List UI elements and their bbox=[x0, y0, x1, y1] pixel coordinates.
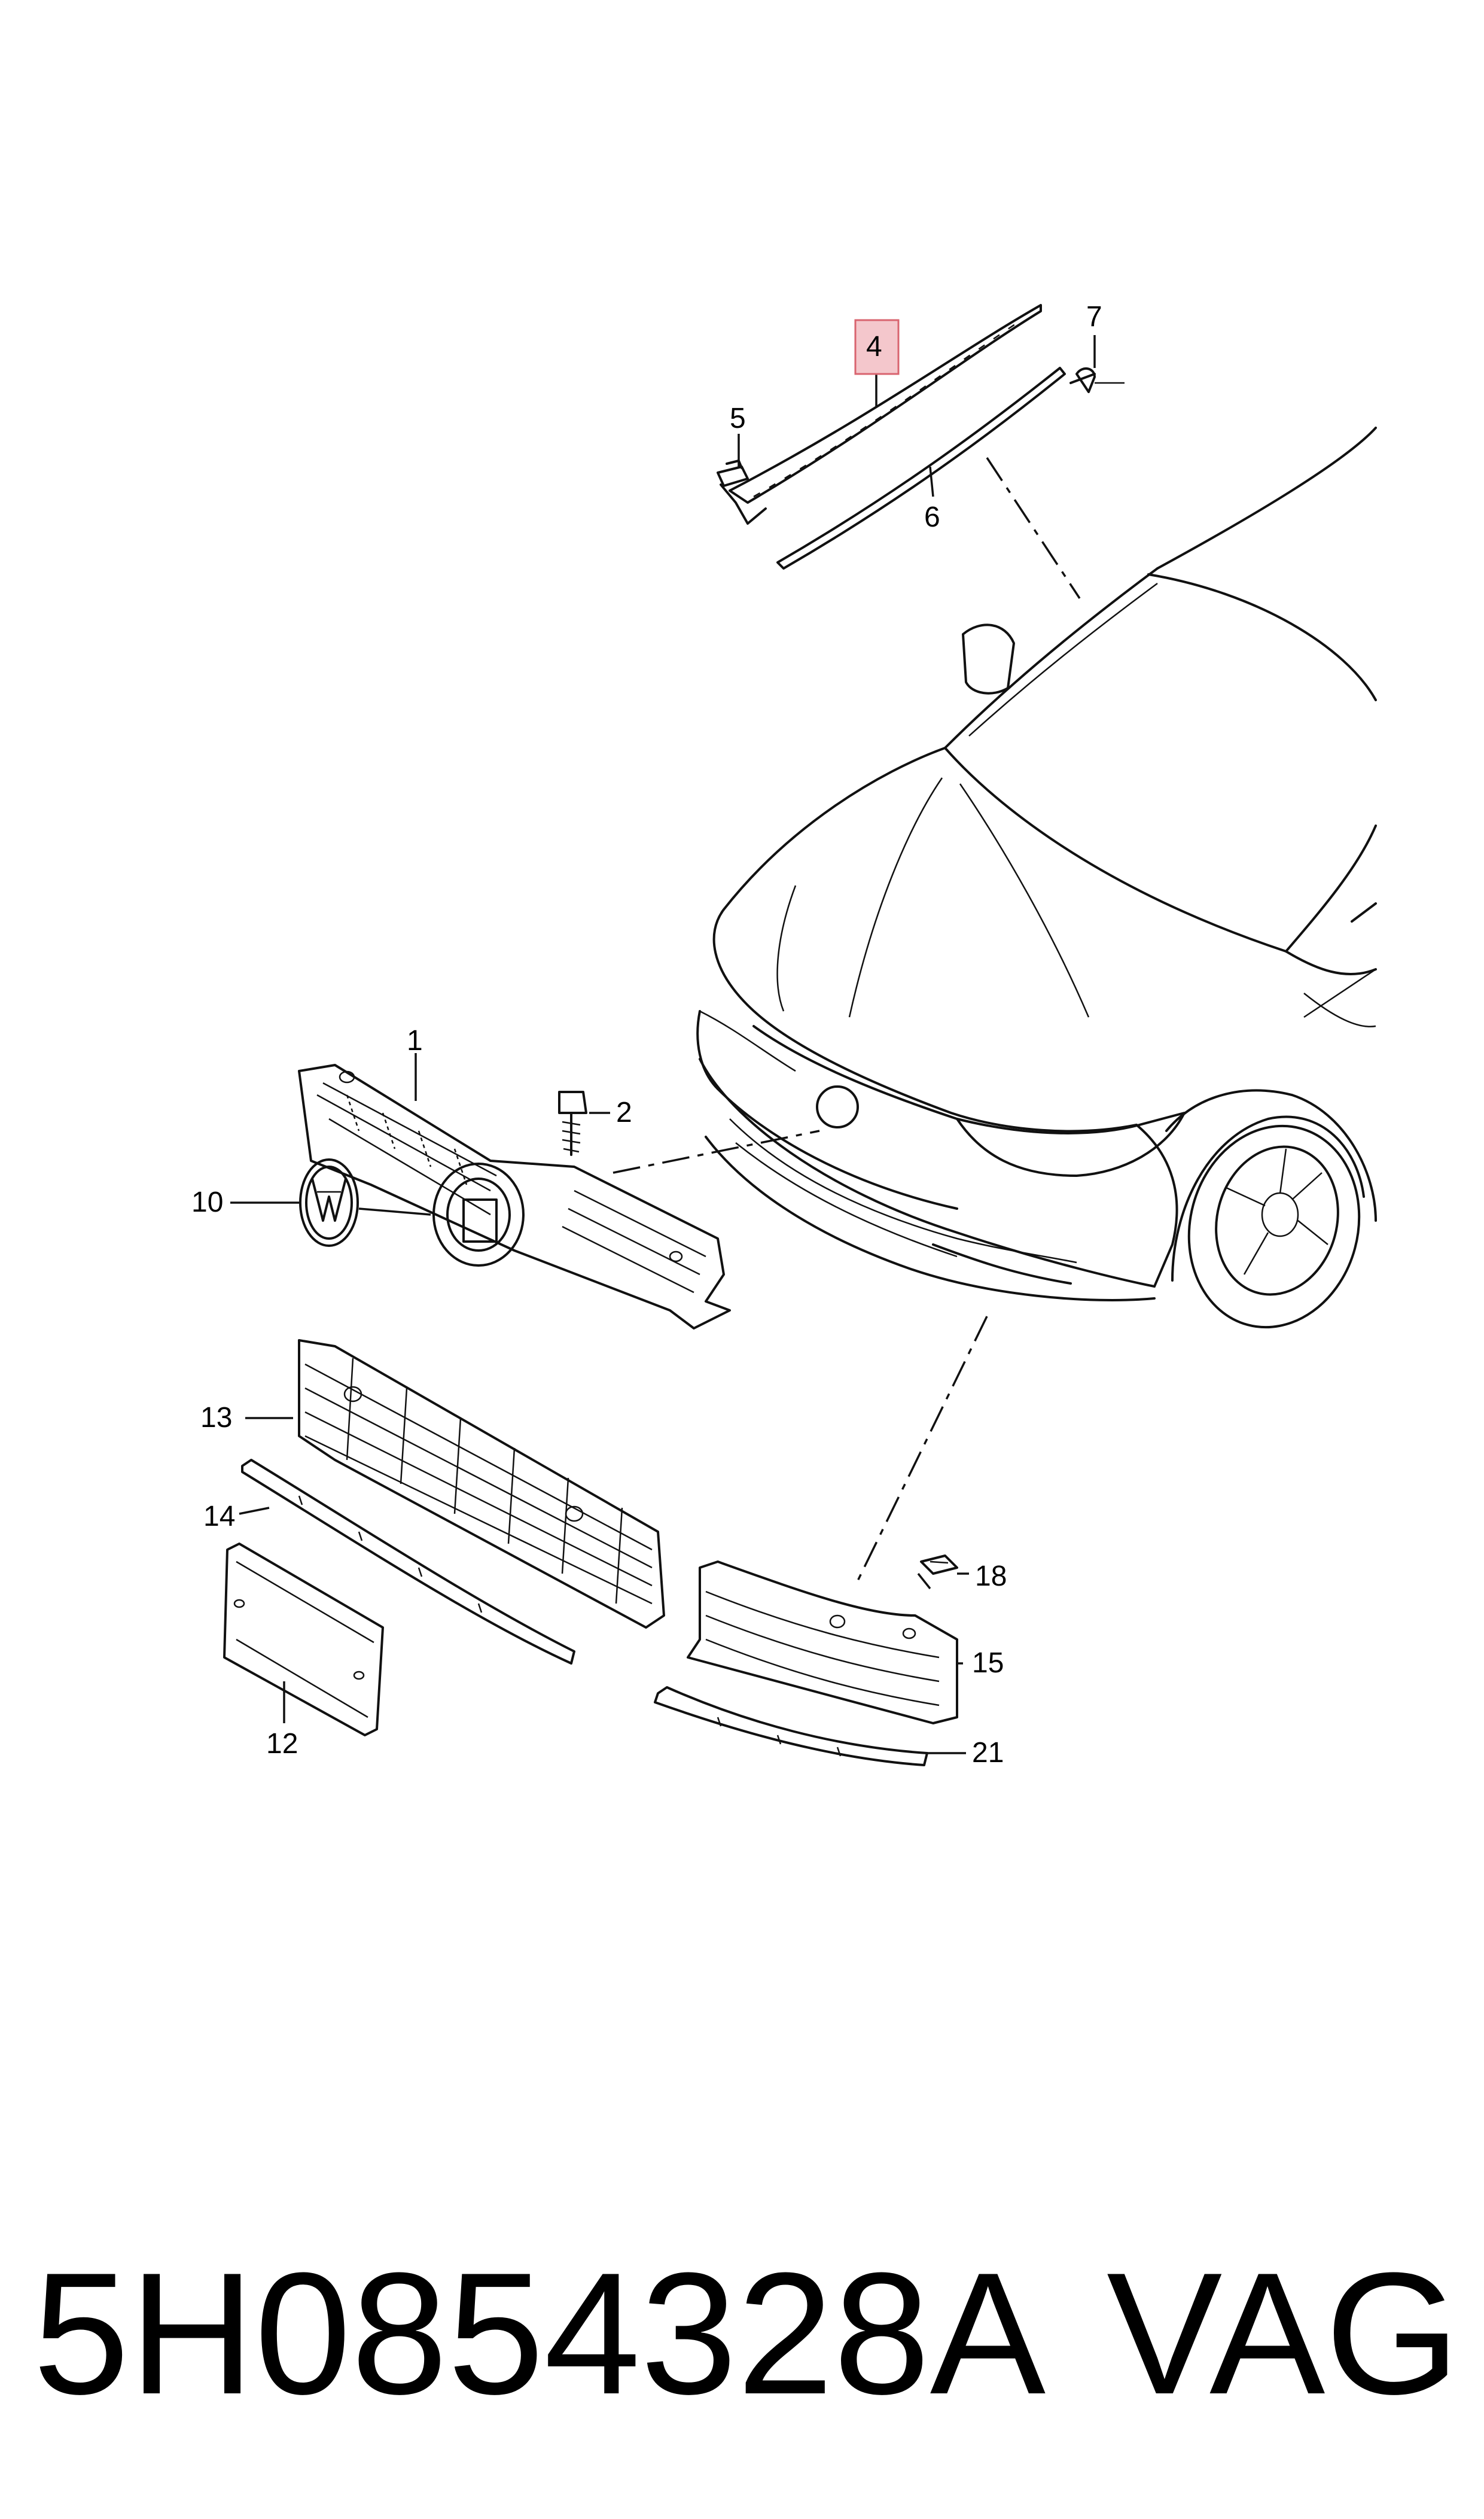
license-plate-bracket-part-12 bbox=[223, 1543, 384, 1736]
callout-7: 7 bbox=[1086, 301, 1102, 333]
callout-21: 21 bbox=[972, 1737, 1004, 1769]
car-body-drawing bbox=[696, 427, 1377, 1329]
lower-grille-part-13 bbox=[298, 1339, 665, 1629]
callout-5: 5 bbox=[730, 403, 746, 434]
callout-12: 12 bbox=[266, 1728, 298, 1760]
part-number: 5H0854328A bbox=[33, 2237, 1046, 2430]
callout-18: 18 bbox=[975, 1560, 1007, 1592]
footer: 5H0854328A VAG bbox=[0, 2226, 1484, 2441]
callout-10: 10 bbox=[191, 1187, 223, 1218]
callout-15: 15 bbox=[972, 1647, 1004, 1679]
screw-part-2 bbox=[558, 1091, 587, 1156]
roof-trim-strip-part-4 bbox=[720, 304, 1042, 525]
callout-1: 1 bbox=[407, 1025, 423, 1057]
clip-part-5 bbox=[717, 460, 749, 487]
trim-strip-part-21 bbox=[654, 1686, 928, 1766]
callout-6: 6 bbox=[924, 501, 940, 533]
highlighted-callout-box bbox=[854, 319, 900, 375]
brand-label: VAG bbox=[1107, 2237, 1460, 2430]
screw-part-7 bbox=[1069, 367, 1125, 393]
seal-strip-part-6 bbox=[776, 367, 1066, 570]
callout-13: 13 bbox=[200, 1402, 232, 1434]
clip-part-18 bbox=[920, 1554, 958, 1575]
upper-grille-part-1 bbox=[298, 1064, 731, 1330]
trim-strip-part-14 bbox=[241, 1459, 575, 1665]
leader-lines bbox=[230, 335, 1096, 1754]
callout-4: 4 bbox=[866, 331, 882, 363]
side-grille-part-15 bbox=[687, 1560, 958, 1724]
vw-emblem-part-10 bbox=[299, 1158, 359, 1247]
callout-14: 14 bbox=[203, 1501, 235, 1532]
callout-2: 2 bbox=[616, 1097, 632, 1128]
dash-dot-reference-lines bbox=[613, 457, 1081, 1586]
